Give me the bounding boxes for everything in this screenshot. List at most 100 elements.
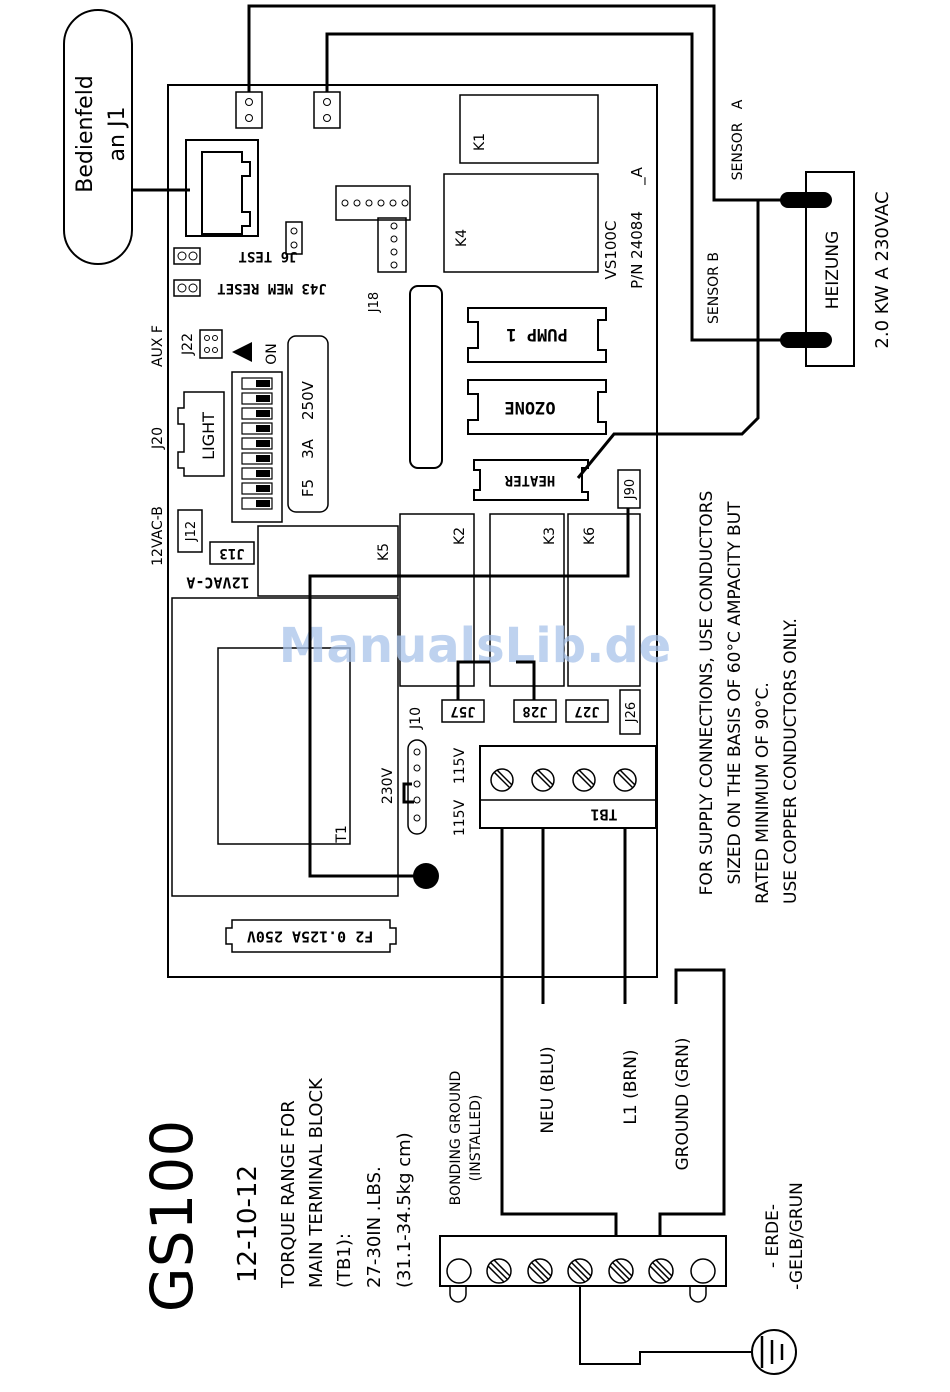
j43-label: J43 MEM RESET	[217, 280, 327, 296]
t1-label: T1	[334, 825, 350, 843]
model-title: GS100	[138, 1120, 206, 1312]
bonding-label-line1: BONDING GROUND	[448, 1071, 464, 1206]
note-line2: SIZED ON THE BASIS OF 60°C AMPACITY BUT	[725, 501, 745, 885]
auxf-label: AUX F	[150, 325, 166, 367]
tb1-screws	[490, 768, 637, 792]
j57-pad	[441, 699, 485, 723]
earth-label-line1: - ERDE-	[763, 1204, 783, 1268]
j6-label: J6 TEST	[238, 248, 297, 264]
relay-k4	[443, 173, 599, 273]
j1-connector	[185, 139, 259, 237]
j26-pad	[619, 689, 641, 735]
heater-rating: 2.0 KW A 230VAC	[872, 191, 893, 348]
sensor-a-label: SENSOR A	[730, 99, 746, 180]
j22-header	[199, 329, 223, 359]
j27-pad	[565, 699, 609, 723]
ground-label: GROUND (GRN)	[673, 1038, 693, 1171]
torque-line2: MAIN TERMINAL BLOCK	[306, 1077, 327, 1288]
j13-pad	[209, 541, 255, 565]
pump-label: PUMP 1	[506, 324, 567, 344]
panel-label-line2: an J1	[105, 107, 130, 162]
j6-test-pads	[173, 247, 201, 265]
j28-label: J28	[522, 703, 547, 719]
relay-k3	[489, 513, 565, 687]
j90-label: J90	[623, 479, 638, 500]
tb1-label: TB1	[590, 806, 617, 824]
sensor-b-wire	[325, 32, 782, 342]
k1-label: K1	[472, 133, 488, 151]
neu-label: NEU (BLU)	[538, 1046, 558, 1133]
heater-label: HEATER	[504, 472, 555, 488]
earth-wire	[579, 1284, 752, 1365]
earth-ground-icon	[751, 1329, 797, 1375]
watermark: ManualsLib.de	[279, 618, 671, 674]
transformer-t1	[171, 597, 399, 897]
note-line1: FOR SUPPLY CONNECTIONS, USE CONDUCTORS	[697, 491, 717, 896]
k5-label: K5	[376, 543, 392, 561]
torque-line4: 27-30IN .LBS.	[364, 1166, 385, 1288]
relay-k1	[459, 94, 599, 164]
torque-line5: (31.1-34.5kg cm)	[394, 1132, 415, 1288]
relay-k5	[257, 525, 399, 597]
transformer-core	[217, 647, 351, 845]
main-terminal-block-tb1	[479, 745, 657, 829]
on-arrow-icon	[232, 342, 252, 362]
k3-j28-wire	[516, 660, 536, 700]
k5-j90-wire	[308, 508, 630, 878]
earth-label-line2: -GELB/GRUN	[787, 1182, 807, 1290]
l1-label: L1 (BRN)	[621, 1049, 641, 1124]
j10-label: J10	[408, 707, 424, 730]
sensor-connector-a	[235, 91, 263, 129]
j10-jumper[interactable]	[407, 739, 427, 835]
circuit-board	[167, 84, 658, 978]
t1-junction-dot	[413, 863, 439, 889]
j22-label: J22	[180, 333, 196, 356]
j20-label: J20	[150, 427, 166, 450]
j26-label: J26	[624, 702, 639, 723]
j18-label: J18	[367, 292, 382, 313]
light-connector	[177, 391, 225, 477]
diagram-date: 12-10-12	[233, 1165, 263, 1283]
board-component-bar	[409, 285, 443, 469]
control-panel-bubble	[63, 9, 133, 265]
sensor-b-label: SENSOR B	[706, 252, 722, 324]
vac-b-label: 12VAC-B	[150, 506, 166, 566]
v230-label: 230V	[380, 767, 396, 804]
ground-terminal-strip	[439, 1235, 727, 1287]
f5-label: F5	[299, 479, 317, 497]
k3-label: K3	[542, 527, 558, 545]
board-revision: _A	[628, 166, 647, 186]
j6-jumper	[285, 221, 303, 255]
ground-wire	[658, 968, 726, 1236]
j57-label: J57	[450, 703, 475, 719]
relay-k6	[567, 513, 641, 687]
six-pin-header	[335, 185, 411, 221]
torque-line3: (TB1):	[334, 1233, 355, 1288]
ground-strip-screws	[446, 1258, 716, 1284]
k4-label: K4	[454, 229, 470, 247]
light-label: LIGHT	[199, 412, 218, 460]
j18-header	[377, 217, 407, 273]
v115-label-a: 115V	[452, 747, 468, 784]
relay-k2	[399, 513, 475, 687]
j12-label: J12	[184, 521, 199, 542]
torque-line1: TORQUE RANGE FOR	[278, 1100, 299, 1289]
j12-pad	[177, 509, 203, 553]
on-label: ON	[264, 343, 280, 365]
sensor-a-wire	[247, 4, 782, 202]
dip-switch-slots	[241, 377, 273, 510]
ozone-label: OZONE	[504, 397, 555, 417]
note-line4: USE COPPER CONDUCTORS ONLY.	[781, 618, 801, 904]
pump-connector	[467, 307, 607, 363]
dip-switch[interactable]	[231, 371, 283, 523]
fuse-f2	[225, 919, 397, 953]
board-model: VS100C	[602, 221, 620, 280]
bonding-label-line2: (INSTALLED)	[468, 1095, 484, 1182]
j13-label: J13	[219, 545, 244, 561]
f5-rating: 3A 250V	[299, 380, 317, 459]
heater-name: HEIZUNG	[823, 231, 843, 310]
board-part-number: P/N 24084	[628, 211, 646, 289]
j27-label: J27	[574, 703, 599, 719]
v115-label-b: 115V	[452, 799, 468, 836]
